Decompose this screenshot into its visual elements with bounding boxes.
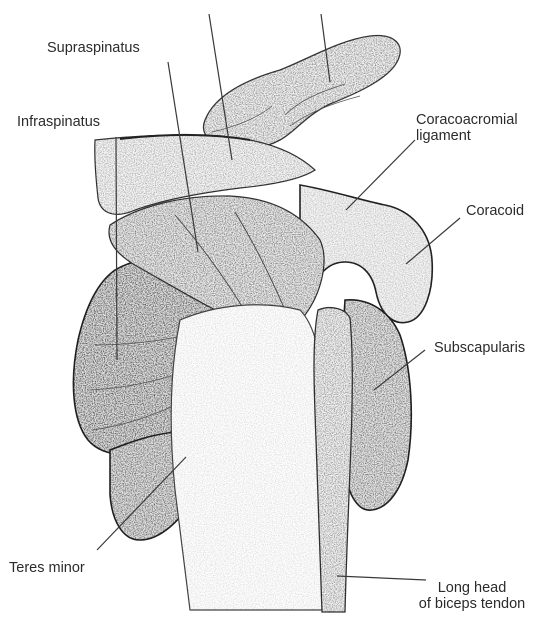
label-teres-minor: Teres minor: [9, 560, 85, 576]
label-coracoacromial-ligament: Coracoacromial ligament: [416, 112, 518, 144]
label-coracoacromial-line2: ligament: [416, 128, 518, 144]
acromion-clavicle: [204, 36, 401, 149]
humerus-shaft: [171, 305, 335, 610]
label-coracoid: Coracoid: [466, 203, 524, 219]
label-biceps-line1: Long head: [410, 580, 534, 596]
label-infraspinatus: Infraspinatus: [17, 114, 100, 130]
label-biceps-line2: of biceps tendon: [410, 596, 534, 612]
label-subscapularis: Subscapularis: [434, 340, 525, 356]
label-coracoacromial-line1: Coracoacromial: [416, 112, 518, 128]
label-supraspinatus: Supraspinatus: [47, 40, 140, 56]
leader-line-coracoacromial: [346, 140, 415, 210]
label-long-head-biceps: Long head of biceps tendon: [410, 580, 534, 612]
